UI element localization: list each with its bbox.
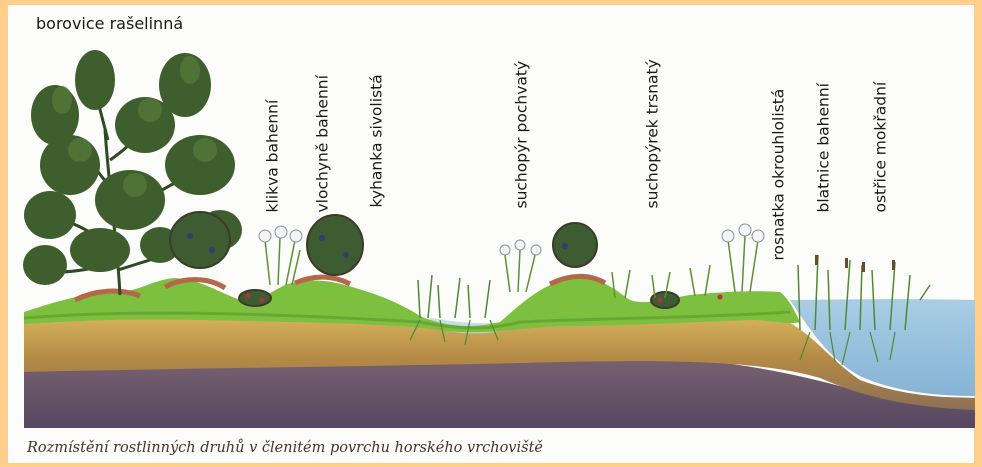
- figure-caption: Rozmístění rostlinných druhů v členitém …: [27, 440, 543, 456]
- diagram-title: borovice rašelinná: [36, 14, 183, 33]
